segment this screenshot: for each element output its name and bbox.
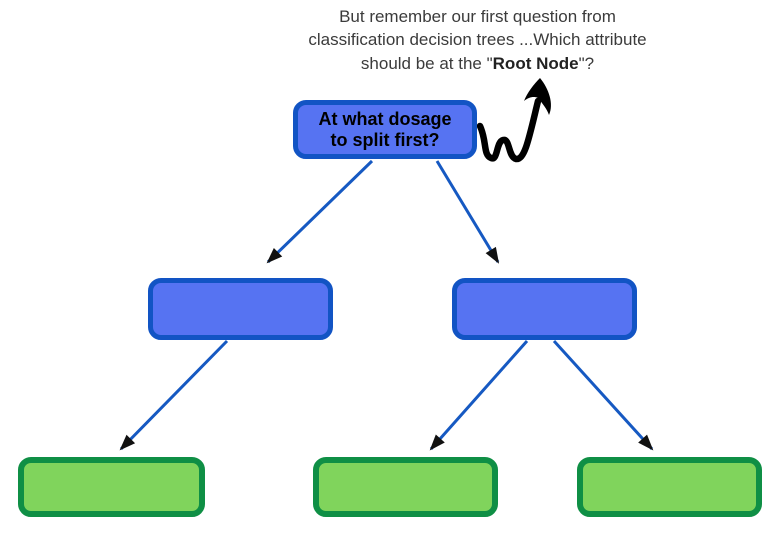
edge-left-node-to-left-leaf (119, 339, 229, 451)
internal-node-right (452, 278, 637, 340)
heading-line-1: But remember our first question from (339, 7, 616, 26)
edge-right-node-to-middle-leaf (429, 340, 529, 451)
leaf-node-right-label (583, 463, 756, 511)
heading-line-2: classification decision trees ...Which a… (308, 30, 647, 50)
hand-drawn-arrow-shaft (476, 97, 542, 163)
hand-drawn-arrow-head-icon (524, 78, 551, 115)
edge-root-to-right-node (435, 160, 500, 264)
internal-node-left (148, 278, 333, 340)
internal-node-right-label (457, 283, 632, 335)
heading: But remember our first question from cla… (235, 5, 720, 75)
heading-root-node-emphasis: Root Node (492, 53, 579, 73)
edge-root-to-left-node (266, 159, 374, 264)
heading-line-3-suffix: "? (578, 53, 595, 73)
root-node-label-line-2: to split first? (330, 129, 440, 150)
leaf-node-left-label (24, 463, 199, 511)
leaf-node-middle (313, 457, 498, 517)
leaf-node-middle-label (319, 463, 492, 511)
edge-right-node-to-right-leaf (552, 339, 654, 451)
root-node-box: At what dosage to split first? (293, 100, 477, 159)
leaf-node-right (577, 457, 762, 517)
heading-line-3-prefix: should be at the " (360, 53, 493, 73)
root-node-label-line-1: At what dosage (318, 108, 452, 129)
internal-node-left-label (153, 283, 328, 335)
root-node-label: At what dosage to split first? (298, 105, 472, 154)
leaf-node-left (18, 457, 205, 517)
heading-line-3: should be at the "Root Node"? (235, 52, 720, 75)
